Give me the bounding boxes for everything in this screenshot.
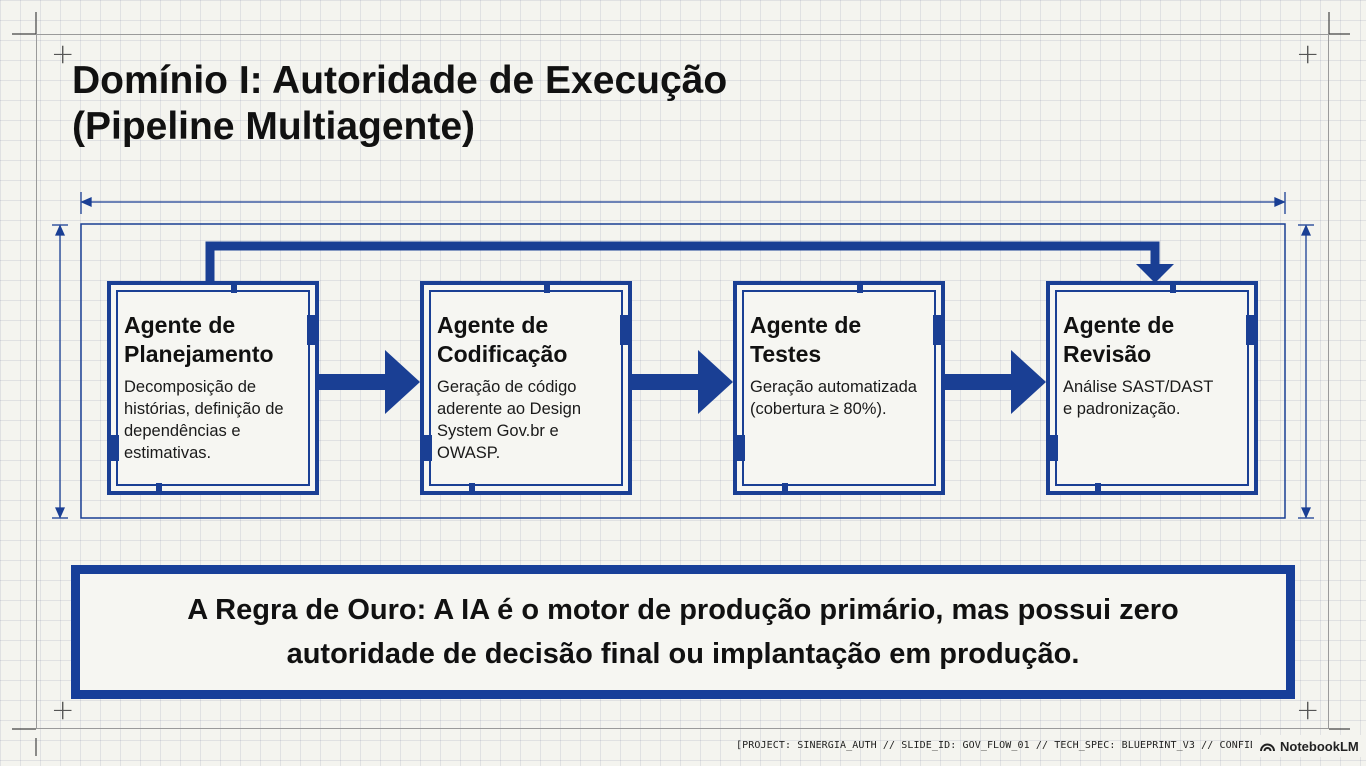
agent-description: Decomposição de histórias, definição de …: [124, 378, 284, 462]
pipeline-enclosure: [80, 223, 1286, 519]
notebooklm-badge: NotebookLM: [1252, 735, 1366, 757]
arrow-right-icon: [319, 350, 420, 414]
arrow-right-icon: [632, 350, 733, 414]
slide-title: Domínio I: Autoridade de Execução (Pipel…: [72, 58, 972, 150]
arrow-right-icon: [945, 350, 1046, 414]
footer-project-code: [PROJECT: SINERGIA_AUTH // SLIDE_ID: GOV…: [736, 740, 1275, 751]
agent-card-testes: Agente de Testes Geração automatizada (c…: [733, 281, 945, 495]
golden-rule-text: A Regra de Ouro: A IA é o motor de produ…: [187, 594, 1179, 670]
dimension-line-vertical: [52, 224, 1314, 519]
slide-title-line-1: Domínio I: Autoridade de Execução: [72, 59, 728, 102]
crop-mark-icon: +: [1296, 37, 1320, 70]
crop-mark-icon: +: [51, 693, 75, 726]
agent-description: Análise SAST/DAST e padronização.: [1063, 378, 1214, 418]
dimension-line-horizontal: [80, 192, 1286, 214]
golden-rule-box: A Regra de Ouro: A IA é o motor de produ…: [71, 565, 1295, 699]
notebooklm-label: NotebookLM: [1280, 738, 1359, 754]
agent-title: Agente de Testes: [750, 312, 862, 367]
agent-card-revisao: Agente de Revisão Análise SAST/DAST e pa…: [1046, 281, 1258, 495]
blueprint-frame: [36, 34, 1329, 729]
agent-card-codificacao: Agente de Codificação Geração de código …: [420, 281, 632, 495]
feedback-arrow-icon: [205, 241, 1174, 283]
slide-title-line-2: (Pipeline Multiagente): [72, 105, 476, 148]
agent-description: Geração de código aderente ao Design Sys…: [437, 378, 582, 462]
agent-title: Agente de Codificação: [437, 312, 568, 367]
agent-card-planejamento: Agente de Planejamento Decomposição de h…: [107, 281, 319, 495]
agent-description: Geração automatizada (cobertura ≥ 80%).: [750, 378, 917, 418]
agent-title: Agente de Planejamento: [124, 312, 274, 367]
crop-mark-icon: +: [51, 37, 75, 70]
notebooklm-logo-icon: [1260, 743, 1275, 751]
crop-mark-icon: +: [1296, 693, 1320, 726]
agent-title: Agente de Revisão: [1063, 312, 1175, 367]
